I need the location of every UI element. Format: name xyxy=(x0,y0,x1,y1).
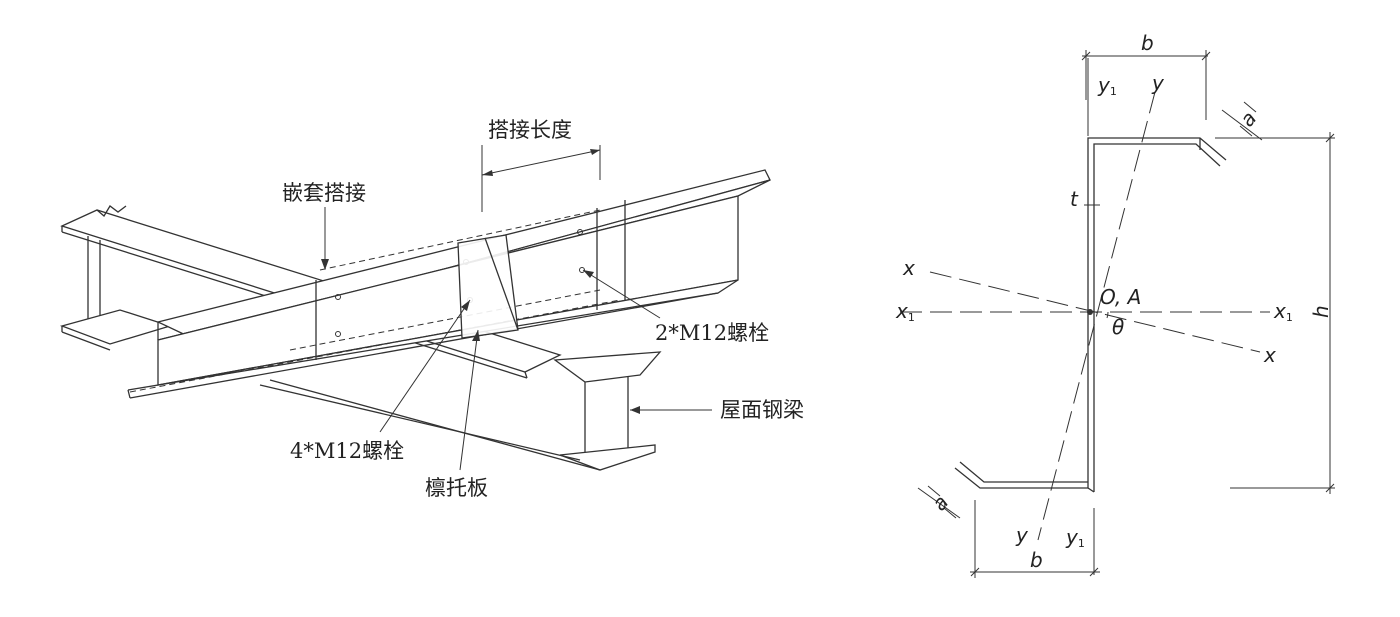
z-section-profile xyxy=(954,137,1227,493)
axis-x-left: x xyxy=(902,256,915,280)
dimension-a-top xyxy=(1221,101,1263,141)
section-axes xyxy=(900,58,1270,575)
label-overlap-length: 搭接长度 xyxy=(488,118,572,142)
dim-t: t xyxy=(1070,187,1079,211)
z-section-drawing: b b h t a xyxy=(895,31,1335,578)
dim-a-bottom: a xyxy=(927,490,953,515)
purlin-support-plate xyxy=(457,234,519,339)
dimension-b-bottom xyxy=(970,500,1100,578)
dim-a-top: a xyxy=(1235,106,1261,131)
label-bolts-2: 2*M12螺栓 xyxy=(655,321,769,345)
label-nested-lap: 嵌套搭接 xyxy=(282,181,366,205)
axis-x-right: x xyxy=(1263,343,1276,367)
label-purlin-plate: 檩托板 xyxy=(425,476,488,500)
axis-y-top: y xyxy=(1151,71,1165,95)
axis-y1-top: y1 xyxy=(1097,73,1117,98)
dimension-b-top xyxy=(1081,50,1211,120)
overlap-length-dimension xyxy=(481,145,601,212)
axis-y1-bottom: y1 xyxy=(1065,525,1085,550)
purlin-lap-drawing: 搭接长度 嵌套搭接 2*M12螺栓 4*M12螺栓 檩托板 屋面钢梁 xyxy=(59,118,804,500)
dimension-h xyxy=(1215,132,1335,494)
dimension-a-bottom xyxy=(917,485,961,519)
dim-b-bottom: b xyxy=(1030,548,1043,572)
angle-theta: θ xyxy=(1112,315,1124,339)
label-bolts-4: 4*M12螺栓 xyxy=(290,439,404,463)
dim-b-top: b xyxy=(1141,31,1154,55)
axis-x1-right: x1 xyxy=(1273,299,1293,324)
label-roof-beam: 屋面钢梁 xyxy=(720,398,804,422)
dim-h: h xyxy=(1309,305,1333,318)
centroid-label: O, A xyxy=(1100,285,1141,309)
axis-x1-left: x1 xyxy=(895,299,915,324)
z-purlin xyxy=(127,169,771,399)
axis-y-bottom: y xyxy=(1015,523,1029,547)
